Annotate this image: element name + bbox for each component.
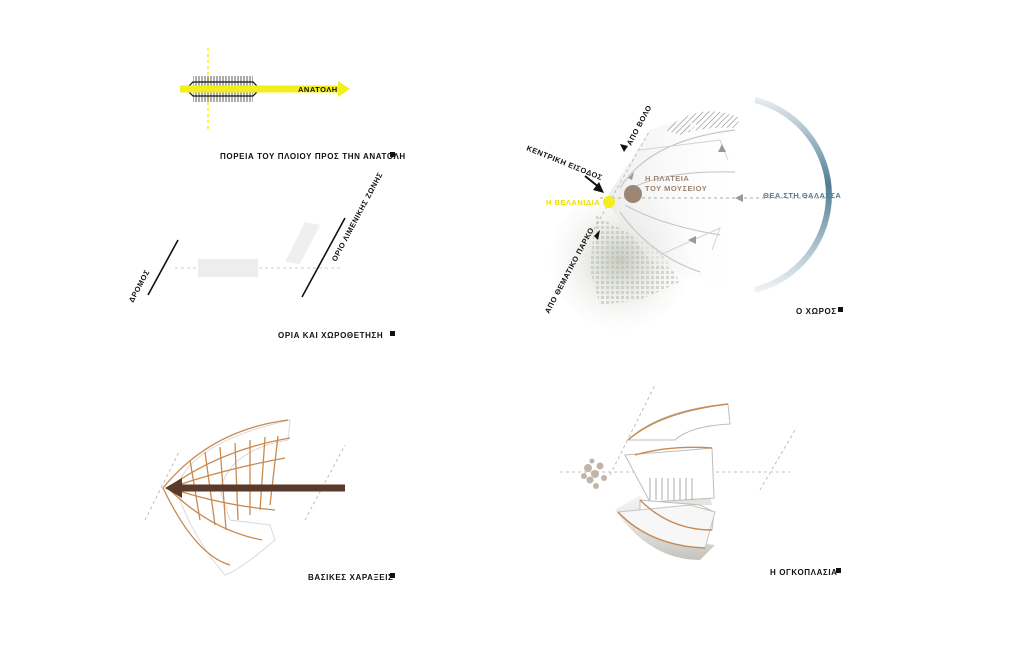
caption-marker	[390, 331, 395, 336]
site-fan	[605, 110, 745, 290]
massing-hatch	[649, 478, 693, 500]
ghost-wedge	[285, 222, 320, 264]
fan-curve	[619, 211, 701, 273]
parking-area	[665, 111, 740, 135]
tree-cluster	[581, 458, 607, 489]
flow-arrow	[718, 144, 726, 152]
caption-marker	[836, 568, 841, 573]
east-arrow-head	[338, 81, 350, 97]
fan-curve	[624, 204, 721, 236]
flow-arrow	[628, 172, 634, 180]
guide-diag	[609, 384, 656, 476]
caption-marker	[390, 152, 395, 157]
road-line	[147, 239, 179, 296]
port-limit-line	[301, 217, 346, 298]
caption-site: Ο ΧΩΡΟΣ	[796, 307, 837, 316]
fan-curve	[639, 139, 729, 161]
road-label: ΔΡΟΜΟΣ	[127, 268, 152, 304]
panel-main-lines: ΒΑΣΙΚΕΣ ΧΑΡΑΞΕΙΣ	[144, 419, 395, 582]
museum-square-label-1: Η ΠΛΑΤΕΙΑ	[645, 174, 689, 183]
museum-square-label-2: ΤΟΥ ΜΟΥΣΕΙΟΥ	[645, 184, 707, 193]
theme-park-chevron	[594, 230, 600, 240]
panel-ship-course: ΑΝΑΤΟΛΗ ΠΟΡΕΙΑ ΤΟΥ ΠΛΟΙΟΥ ΠΡΟΣ ΤΗΝ ΑΝΑΤΟ…	[180, 48, 406, 161]
fan-curve	[659, 227, 721, 256]
flow-arrow	[735, 194, 743, 202]
museum-square-dot	[624, 185, 642, 203]
panel-site: P Η ΠΛΑΤΕΙΑ ΤΟΥ ΜΟΥΣΕΙΟΥ Η ΒΕΛΑΝΙΔΙΑ ΚΕΝ…	[525, 97, 843, 330]
fan-curve	[619, 129, 736, 189]
caption-main-lines: ΒΑΣΙΚΕΣ ΧΑΡΑΞΕΙΣ	[308, 573, 393, 582]
flow-arrow	[688, 236, 696, 244]
guide-diag	[144, 449, 181, 521]
caption-marker	[390, 573, 395, 578]
caption-limits: ΟΡΙΑ ΚΑΙ ΧΩΡΟΘΕΤΗΣΗ	[278, 331, 383, 340]
caption-marker	[838, 307, 843, 312]
east-label: ΑΝΑΤΟΛΗ	[298, 85, 338, 94]
main-arrow-head	[165, 478, 182, 498]
parking-symbol: P	[690, 122, 697, 133]
ghost-ship	[198, 259, 258, 277]
park-dots	[590, 215, 680, 305]
caption-massing: Η ΟΓΚΟΠΛΑΣΙΑ	[770, 568, 838, 577]
massing-edges	[617, 403, 729, 549]
panel-limits: ΔΡΟΜΟΣ ΟΡΙΟ ΛΙΜΕΝΙΚΗΣ ΖΩΝΗΣ ΟΡΙΑ ΚΑΙ ΧΩΡ…	[127, 171, 395, 340]
entrance-arrow-head	[593, 182, 604, 193]
veranda-dot	[603, 196, 615, 208]
veranda-label: Η ΒΕΛΑΝΙΔΙΑ	[546, 198, 600, 207]
fan-ribs	[162, 419, 291, 566]
from-volos-chevron	[620, 144, 628, 152]
port-limit-label: ΟΡΙΟ ΛΙΜΕΝΙΚΗΣ ΖΩΝΗΣ	[330, 171, 385, 263]
massing-block	[624, 447, 715, 503]
main-entrance-label: ΚΕΝΤΡΙΚΗ ΕΙΣΟΔΟΣ	[525, 144, 604, 183]
guide-diag	[759, 429, 796, 491]
sea-view-arc	[754, 97, 832, 293]
panel-massing: Η ΟΓΚΟΠΛΑΣΙΑ	[560, 384, 841, 577]
guide-diag	[304, 444, 346, 521]
sea-view-label: ΘΕΑ ΣΤΗ ΘΑΛΑΣΣΑ	[763, 191, 841, 200]
caption-ship-course: ΠΟΡΕΙΑ ΤΟΥ ΠΛΟΙΟΥ ΠΡΟΣ ΤΗΝ ΑΝΑΤΟΛΗ	[220, 152, 406, 161]
